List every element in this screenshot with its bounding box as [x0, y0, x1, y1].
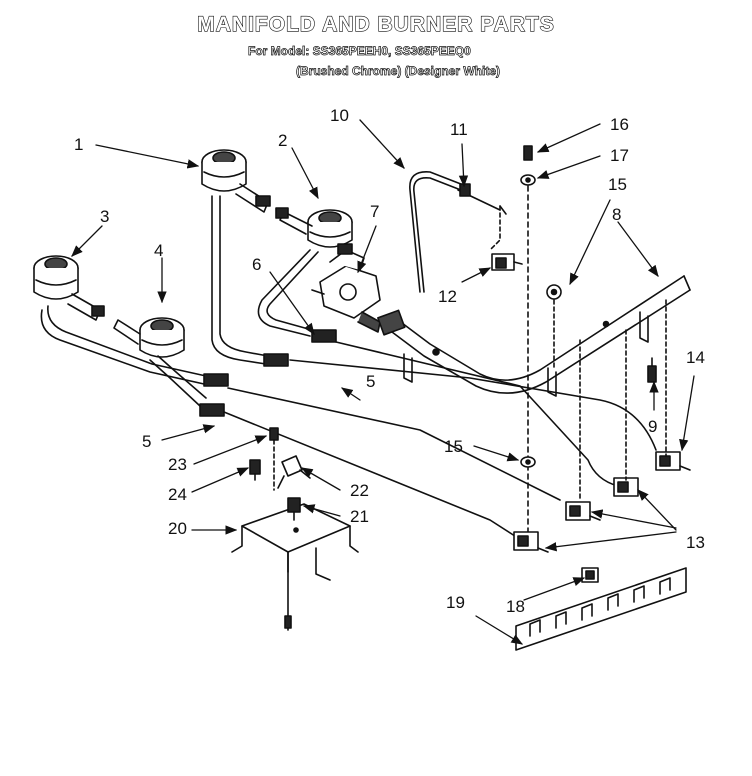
callout-11: 11	[450, 120, 468, 139]
igniter-21	[287, 497, 301, 521]
clip-18	[581, 567, 599, 583]
dashed-guides	[553, 299, 667, 501]
callout-24: 24	[168, 485, 187, 504]
callout-19: 19	[446, 593, 465, 612]
callout-9: 9	[648, 417, 657, 436]
bracket-20	[231, 503, 359, 631]
callout-1: 1	[74, 135, 83, 154]
nut-24	[249, 459, 261, 481]
callout-10: 10	[330, 106, 349, 125]
screw-23	[269, 427, 279, 491]
callout-15b: 15	[444, 437, 463, 456]
fitting	[457, 183, 507, 215]
model-line: For Model: SS365PEEH0, SS365PEEQ0	[248, 44, 471, 59]
burner-4	[113, 317, 185, 358]
callout-5b: 5	[142, 432, 151, 451]
valve-tubes	[223, 341, 657, 539]
callout-6: 6	[252, 255, 261, 274]
valve-13c	[513, 531, 549, 553]
burner-3	[33, 255, 105, 321]
clamp-22	[277, 455, 311, 489]
callout-4: 4	[154, 241, 163, 260]
washer-15-bottom	[520, 456, 536, 468]
callout-14: 14	[686, 348, 705, 367]
washer-17	[520, 174, 536, 186]
callout-18: 18	[506, 597, 525, 616]
burner-2	[275, 207, 353, 248]
leader-lines	[71, 119, 695, 645]
manifold-pipe	[377, 275, 691, 397]
diagram-header: MANIFOLD AND BURNER PARTS	[0, 12, 752, 38]
callout-2: 2	[278, 131, 287, 150]
washer-15-top	[546, 284, 562, 300]
finish-line: (Brushed Chrome) (Designer White)	[296, 64, 501, 79]
page-title: MANIFOLD AND BURNER PARTS	[197, 12, 555, 36]
callout-17: 17	[610, 146, 629, 165]
callout-16: 16	[610, 115, 629, 134]
callout-7: 7	[370, 202, 379, 221]
callout-8: 8	[612, 205, 621, 224]
callout-12: 12	[438, 287, 457, 306]
callout-5a: 5	[366, 372, 375, 391]
callout-23: 23	[168, 455, 187, 474]
burner-1	[201, 149, 271, 213]
callout-3: 3	[100, 207, 109, 226]
valve-13b	[565, 501, 601, 521]
valve-14	[655, 451, 691, 471]
gas-tube	[409, 171, 467, 293]
screw-16	[523, 145, 533, 161]
burner-tubes	[40, 195, 337, 417]
callout-13: 13	[686, 533, 705, 552]
callout-labels: 1 2 3 4 5 5 6 7 8 9 10 11 12 13 14 15 15…	[74, 106, 705, 616]
orifice	[647, 357, 657, 383]
callout-21: 21	[350, 507, 369, 526]
callout-22: 22	[350, 481, 369, 500]
pressure-regulator	[311, 243, 381, 333]
valve-12	[489, 205, 523, 271]
shield-19	[515, 567, 687, 651]
callout-15a: 15	[608, 175, 627, 194]
callout-20: 20	[168, 519, 187, 538]
